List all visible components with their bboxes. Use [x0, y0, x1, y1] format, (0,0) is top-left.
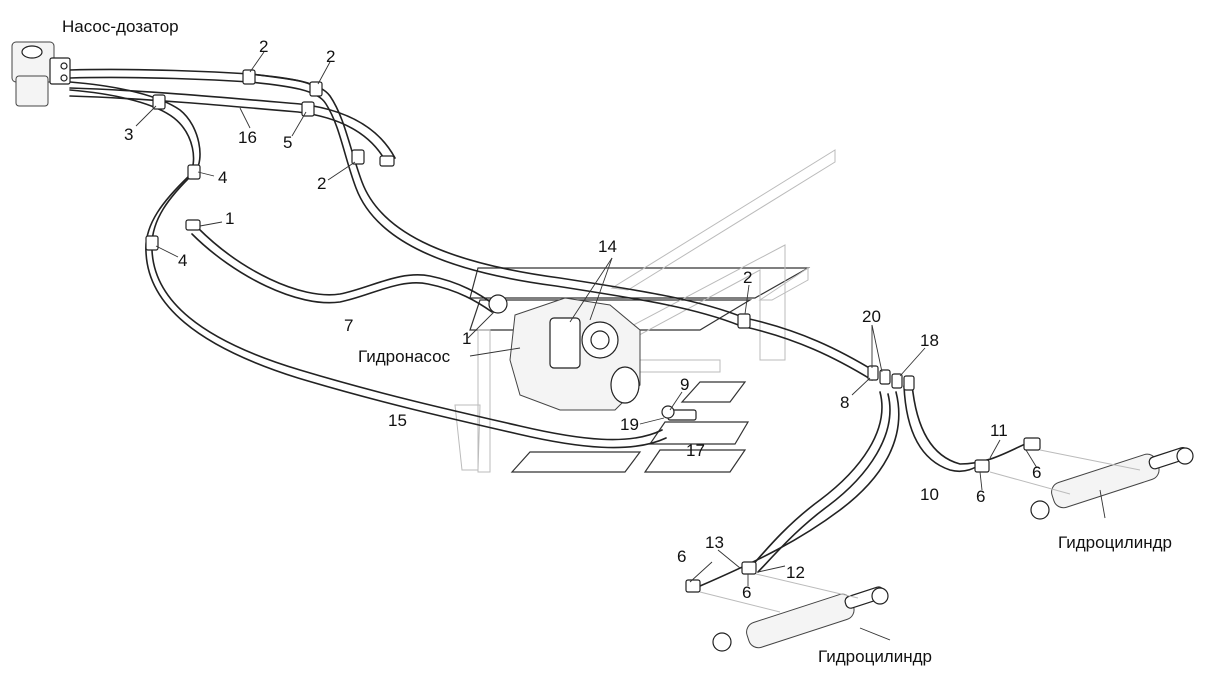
callout-10: 10 — [920, 485, 939, 504]
label-pump-dispenser: Насос-дозатор — [62, 17, 179, 36]
hose-7 — [197, 227, 497, 307]
clamp-2-d — [737, 313, 751, 329]
hose-12-b — [757, 393, 891, 573]
callout-14: 14 — [598, 237, 617, 256]
callout-16: 16 — [238, 128, 257, 147]
hose-3 — [69, 81, 663, 441]
clamp-3 — [152, 94, 166, 110]
callout-12: 12 — [786, 563, 805, 582]
callout-20: 20 — [862, 307, 881, 326]
labels: Насос-дозатор Гидронасос Гидроцилиндр Ги… — [62, 17, 1172, 666]
label-cylinder-left: Гидроцилиндр — [818, 647, 932, 666]
cylinder-right — [974, 437, 1194, 520]
callout-3: 3 — [124, 125, 133, 144]
hose-to-manifold — [744, 317, 877, 373]
callout-2: 2 — [317, 174, 326, 193]
hydraulic-pump — [488, 294, 697, 421]
cylinder-left — [685, 561, 889, 652]
clamp-2-b — [309, 81, 323, 97]
hoses — [69, 68, 1031, 587]
hose-7-b — [191, 233, 493, 313]
clamp-2-a — [242, 69, 256, 85]
clamp-4-b — [145, 235, 159, 251]
callout-9: 9 — [680, 375, 689, 394]
callout-11: 11 — [990, 421, 1008, 440]
clamps — [145, 69, 751, 329]
callout-1: 1 — [225, 209, 234, 228]
callout-4: 4 — [178, 251, 187, 270]
label-cylinder-right: Гидроцилиндр — [1058, 533, 1172, 552]
callout-8: 8 — [840, 393, 849, 412]
leader-lines — [135, 51, 1106, 641]
callout-2: 2 — [743, 268, 752, 287]
manifold — [867, 365, 915, 391]
callout-5: 5 — [283, 133, 292, 152]
hose-12 — [749, 391, 883, 569]
fitting-end-1 — [185, 219, 201, 231]
callout-17: 17 — [686, 441, 705, 460]
fitting-end-top — [379, 155, 395, 167]
callout-4: 4 — [218, 168, 227, 187]
hose-11 — [911, 383, 1031, 465]
callout-19: 19 — [620, 415, 639, 434]
label-hydraulic-pump: Гидронасос — [358, 347, 451, 366]
callout-2: 2 — [326, 47, 335, 66]
clamp-4-a — [187, 164, 201, 180]
callout-15: 15 — [388, 411, 407, 430]
hose-16-b — [69, 76, 742, 327]
callout-6: 6 — [1032, 463, 1041, 482]
callout-7: 7 — [344, 316, 353, 335]
clamp-2-c — [351, 149, 365, 165]
callout-6: 6 — [976, 487, 985, 506]
pump-dispenser — [11, 41, 71, 107]
hose-10 — [903, 385, 986, 473]
callout-1: 1 — [462, 329, 471, 348]
hose-13 — [699, 391, 900, 587]
callout-6: 6 — [677, 547, 686, 566]
hose-to-manifold-b — [740, 325, 873, 381]
callout-18: 18 — [920, 331, 939, 350]
clamp-5 — [301, 101, 315, 117]
hose-15 — [69, 89, 667, 449]
callout-6: 6 — [742, 583, 751, 602]
callout-13: 13 — [705, 533, 724, 552]
hose-5-b — [69, 95, 387, 163]
callout-2: 2 — [259, 37, 268, 56]
